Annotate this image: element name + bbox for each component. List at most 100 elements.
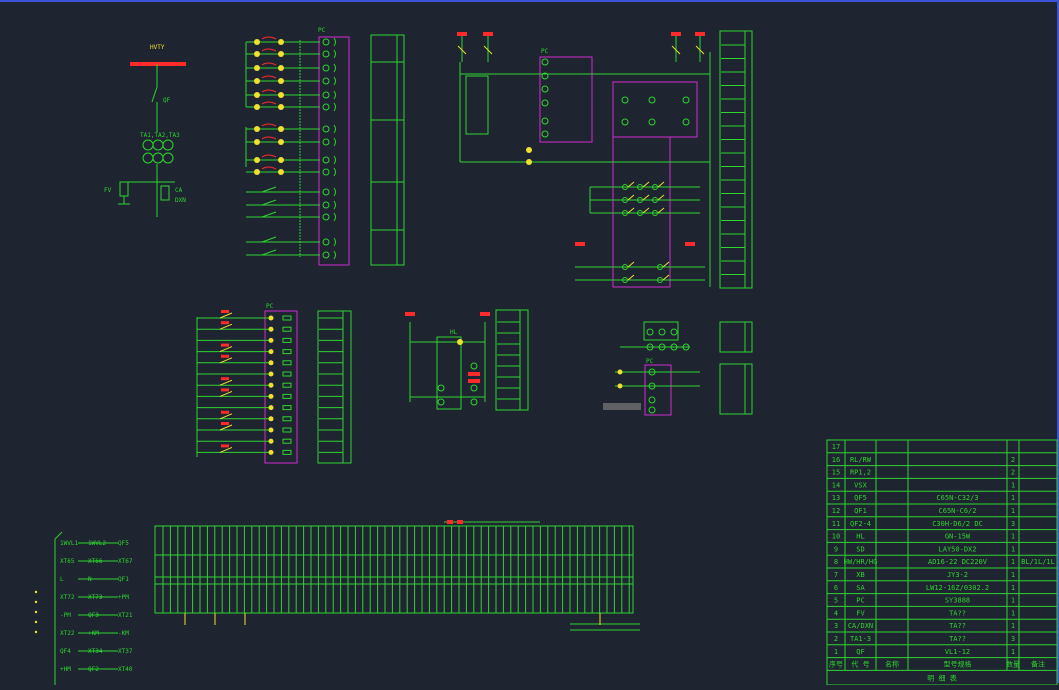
switch-blade — [219, 446, 233, 453]
fuse-head — [685, 242, 695, 246]
bom-cell: BL/1L/1L — [1021, 558, 1055, 566]
bom-cell: XB — [856, 571, 864, 579]
bom-cell: 1 — [1011, 584, 1015, 592]
contact-dot — [254, 78, 260, 84]
switch-blade — [627, 274, 635, 281]
switch-blade — [457, 45, 467, 55]
terminal-circle — [622, 210, 628, 216]
bom-cell: QF2-4 — [850, 520, 871, 528]
coil — [333, 76, 336, 86]
lamp — [457, 339, 463, 345]
bom-cell: QF5 — [854, 494, 867, 502]
pc-label-3: PC — [266, 303, 274, 310]
bom-cell: CA/DXN — [848, 622, 873, 630]
bom-cell: 2 — [1011, 469, 1015, 477]
bom-cell: 1 — [1011, 558, 1015, 566]
terminal-circle — [657, 264, 663, 270]
terminal-circle — [648, 118, 656, 126]
terminal-circle — [622, 184, 628, 190]
resistor — [282, 349, 292, 355]
switch-blade — [219, 346, 233, 353]
marker-dot — [34, 600, 38, 604]
terminal-circle — [682, 96, 690, 104]
terminal-circle — [322, 91, 330, 99]
coil — [333, 155, 336, 165]
coil — [333, 187, 336, 197]
bom-cell: 6 — [834, 584, 838, 592]
left-strip-label: QF3 — [88, 612, 99, 619]
bom-cell: GN-15W — [945, 533, 971, 541]
left-strip-label: 1WVL2 — [88, 540, 106, 547]
left-strip-label: XT37 — [118, 648, 133, 655]
switch-blade — [642, 181, 650, 188]
bom-cell: 7 — [834, 571, 838, 579]
bom-cell: 1 — [1011, 533, 1015, 541]
pc-input-panel-1: PC — [245, 27, 405, 266]
bom-header-cell: 代 号 — [851, 660, 869, 669]
terminal-circle — [322, 168, 330, 176]
resistor — [282, 326, 292, 332]
switch-blade — [219, 390, 233, 397]
contact-arc — [261, 123, 277, 127]
bom-cell: FV — [856, 609, 865, 617]
contact-mark — [221, 310, 229, 313]
bom-cell: 1 — [1011, 494, 1015, 502]
coil — [333, 49, 336, 59]
contact-arc — [261, 89, 277, 93]
terminal-circle — [470, 384, 478, 392]
bom-cell: LAY50-DX2 — [939, 545, 977, 553]
coil — [333, 212, 336, 222]
switch-blade — [662, 274, 670, 281]
contact-dot — [278, 78, 284, 84]
contact-dot — [278, 65, 284, 71]
bom-header-cell: 名称 — [885, 660, 899, 669]
contact-arc — [261, 101, 277, 105]
contact-mark — [221, 321, 229, 325]
resistor — [282, 449, 292, 455]
bom-cell: 8 — [834, 558, 838, 566]
left-strip-label: XT72 — [60, 594, 75, 601]
contact-arc — [261, 75, 277, 79]
coil — [333, 237, 336, 247]
fuse-head — [575, 242, 585, 246]
bom-cell: HL — [856, 533, 864, 541]
bom-header-cell: 序号 — [829, 660, 843, 669]
ca-label: CA — [175, 187, 183, 194]
bom-cell: JY3-2 — [947, 571, 968, 579]
terminal-circle — [622, 277, 628, 283]
terminal-circle — [437, 398, 445, 406]
bom-cell: 1 — [1011, 597, 1015, 605]
bom-cell: QF — [856, 648, 864, 656]
terminal-circle — [670, 328, 678, 336]
bom-cell: 12 — [832, 507, 840, 515]
marker-dot — [34, 590, 38, 594]
switch-blade — [219, 424, 233, 431]
terminal-circle — [541, 58, 549, 66]
terminal-circle — [658, 328, 666, 336]
terminal-circle — [322, 251, 330, 259]
contact-dot — [254, 104, 260, 110]
control-circuit-panel: PC — [459, 30, 753, 289]
terminal-circle — [470, 398, 478, 406]
bom-cell: 9 — [834, 545, 838, 553]
coil — [333, 124, 336, 134]
terminal-dot — [268, 449, 274, 455]
left-strip-label: 1WVL1 — [60, 540, 78, 547]
terminal-circle — [648, 368, 656, 376]
contact-dot — [278, 104, 284, 110]
terminal-circle — [646, 343, 654, 351]
switch-blade — [671, 45, 681, 55]
terminal-dot — [268, 427, 274, 433]
coil — [333, 137, 336, 147]
resistor — [282, 337, 292, 343]
switch-blade — [642, 194, 650, 201]
contact-mark — [221, 377, 229, 381]
contact-mark — [221, 354, 229, 358]
left-strip-label: XT21 — [118, 612, 133, 619]
terminal-circle — [322, 156, 330, 164]
contact-dot — [278, 39, 284, 45]
left-terminal-legend — [54, 531, 63, 685]
contact-mark — [221, 388, 229, 392]
contact-dot — [254, 65, 260, 71]
bom-cell: RP1,2 — [850, 469, 871, 477]
